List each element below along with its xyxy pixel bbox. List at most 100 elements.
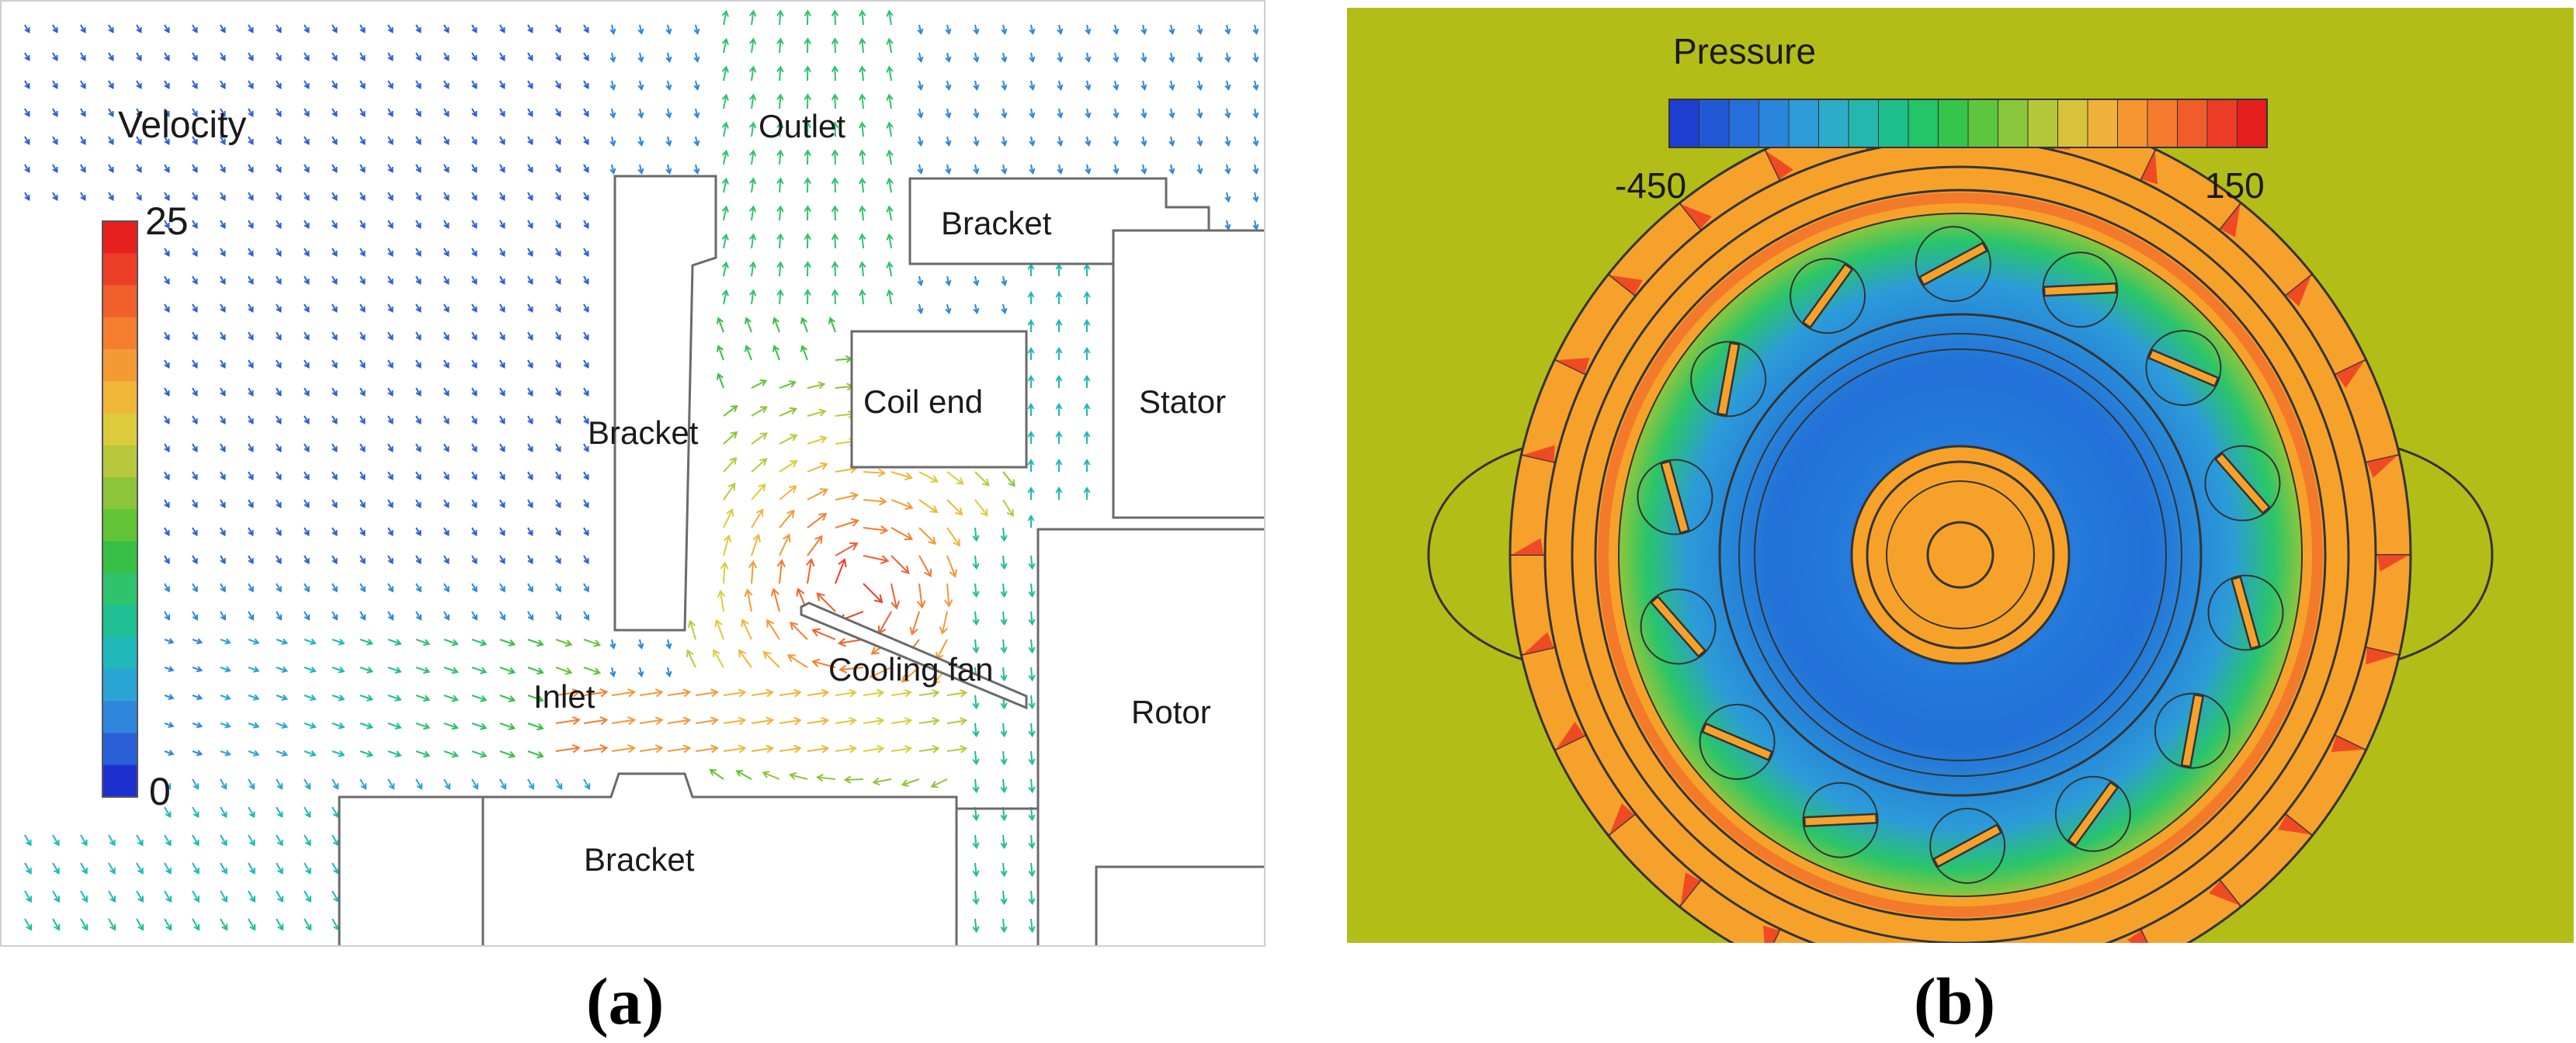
velocity-arrow-head bbox=[1000, 702, 1008, 710]
velocity-arrow-head bbox=[766, 619, 775, 628]
velocity-arrow bbox=[878, 611, 892, 634]
velocity-arrow-head bbox=[443, 83, 450, 90]
velocity-arrow-head bbox=[917, 28, 924, 35]
velocity-arrow-head bbox=[721, 149, 729, 157]
velocity-arrow-head bbox=[527, 139, 533, 146]
velocity-arrow-head bbox=[789, 407, 797, 415]
velocity-arrow-head bbox=[366, 667, 374, 674]
velocity-arrow-head bbox=[248, 362, 254, 369]
velocity-arrow-head bbox=[168, 750, 175, 757]
velocity-arrow bbox=[751, 67, 755, 81]
velocity-arrow bbox=[779, 206, 782, 221]
velocity-arrow bbox=[763, 651, 780, 668]
velocity-arrow-head bbox=[471, 167, 477, 174]
velocity-arrow-head bbox=[80, 195, 86, 202]
velocity-arrow-head bbox=[471, 390, 477, 397]
velocity-arrow-head bbox=[471, 83, 477, 90]
velocity-arrow bbox=[779, 262, 782, 277]
velocity-arrow bbox=[1002, 471, 1015, 487]
velocity-arrow-head bbox=[193, 896, 200, 903]
velocity-arrow-head bbox=[248, 474, 254, 481]
caption-a-text: (a) bbox=[586, 964, 665, 1038]
velocity-arrow-head bbox=[1055, 403, 1063, 410]
velocity-arrow-head bbox=[665, 56, 672, 63]
velocity-arrow-head bbox=[499, 195, 505, 202]
ring-hot-spot bbox=[2366, 647, 2398, 665]
velocity-arrow bbox=[779, 534, 790, 556]
velocity-arrow-head bbox=[164, 502, 170, 509]
velocity-arrow-head bbox=[583, 195, 589, 202]
velocity-arrow bbox=[835, 358, 852, 361]
velocity-arrow bbox=[723, 747, 745, 752]
velocity-arrow bbox=[817, 593, 836, 612]
velocity-arrow-head bbox=[471, 223, 477, 230]
velocity-arrow-head bbox=[332, 195, 338, 202]
velocity-arrow bbox=[332, 862, 339, 874]
velocity-arrow-head bbox=[904, 744, 913, 754]
velocity-arrow-head bbox=[932, 676, 941, 685]
velocity-arrow bbox=[974, 639, 977, 653]
velocity-arrow bbox=[527, 722, 543, 729]
velocity-arrow bbox=[974, 499, 988, 516]
velocity-arrow bbox=[332, 695, 344, 701]
velocity-arrow bbox=[931, 778, 948, 788]
colorbar-cell bbox=[2206, 99, 2238, 148]
ring-hot-spot bbox=[2331, 735, 2365, 753]
velocity-arrow-head bbox=[1085, 112, 1092, 119]
velocity-arrow-head bbox=[220, 586, 226, 593]
velocity-arrow-head bbox=[788, 771, 797, 780]
pressure-legend-min: -450 bbox=[1615, 165, 1686, 206]
velocity-arrow bbox=[276, 722, 287, 728]
velocity-arrow-head bbox=[415, 614, 422, 621]
velocity-arrow bbox=[304, 834, 311, 846]
velocity-arrow-head bbox=[776, 65, 784, 73]
velocity-arrow bbox=[861, 290, 864, 305]
velocity-arrow-head bbox=[583, 418, 589, 425]
velocity-arrow bbox=[415, 667, 429, 673]
pressure-colorbar bbox=[1668, 99, 2268, 148]
velocity-arrow bbox=[695, 691, 718, 696]
velocity-arrow bbox=[807, 559, 813, 584]
velocity-arrow-head bbox=[877, 468, 887, 477]
velocity-arrow-head bbox=[1196, 84, 1203, 91]
velocity-arrow-head bbox=[480, 695, 488, 702]
velocity-arrow-head bbox=[499, 614, 505, 621]
ring-segment-line bbox=[1607, 813, 1637, 837]
velocity-arrow-head bbox=[1085, 56, 1092, 63]
velocity-arrow-head bbox=[471, 558, 477, 565]
velocity-arrow-head bbox=[221, 868, 227, 875]
velocity-arrow bbox=[667, 719, 690, 724]
velocity-arrow-head bbox=[276, 111, 282, 118]
velocity-arrow-head bbox=[480, 750, 488, 758]
velocity-arrow bbox=[220, 806, 227, 818]
velocity-arrow bbox=[611, 719, 635, 724]
velocity-arrow-head bbox=[1000, 870, 1008, 878]
ring-hot-spot bbox=[1556, 357, 1590, 375]
velocity-arrow-head bbox=[248, 839, 255, 847]
velocity-arrow-head bbox=[1055, 347, 1063, 354]
inner-ring-3 bbox=[1754, 348, 2167, 761]
velocity-arrow-head bbox=[804, 37, 811, 45]
velocity-arrow-head bbox=[730, 431, 738, 439]
velocity-arrow-head bbox=[528, 783, 535, 790]
velocity-arrow-head bbox=[443, 558, 450, 565]
velocity-arrow bbox=[946, 527, 960, 546]
velocity-arrow-head bbox=[583, 586, 589, 593]
velocity-arrow bbox=[738, 650, 752, 668]
velocity-arrow-head bbox=[738, 688, 747, 698]
velocity-arrow-head bbox=[527, 362, 533, 369]
velocity-arrow-head bbox=[54, 896, 60, 903]
velocity-arrow-head bbox=[220, 167, 226, 174]
velocity-arrow-head bbox=[52, 195, 58, 202]
velocity-arrow bbox=[527, 695, 543, 702]
velocity-arrow-head bbox=[555, 307, 561, 314]
velocity-arrow-head bbox=[583, 307, 589, 314]
velocity-arrow bbox=[723, 67, 727, 81]
velocity-legend-min: 0 bbox=[149, 770, 171, 813]
velocity-arrow bbox=[773, 345, 780, 361]
velocity-arrow bbox=[276, 890, 283, 903]
velocity-arrow-head bbox=[451, 695, 459, 702]
velocity-arrow bbox=[835, 494, 858, 501]
velocity-arrow-head bbox=[508, 639, 516, 646]
velocity-arrow-head bbox=[304, 783, 311, 790]
